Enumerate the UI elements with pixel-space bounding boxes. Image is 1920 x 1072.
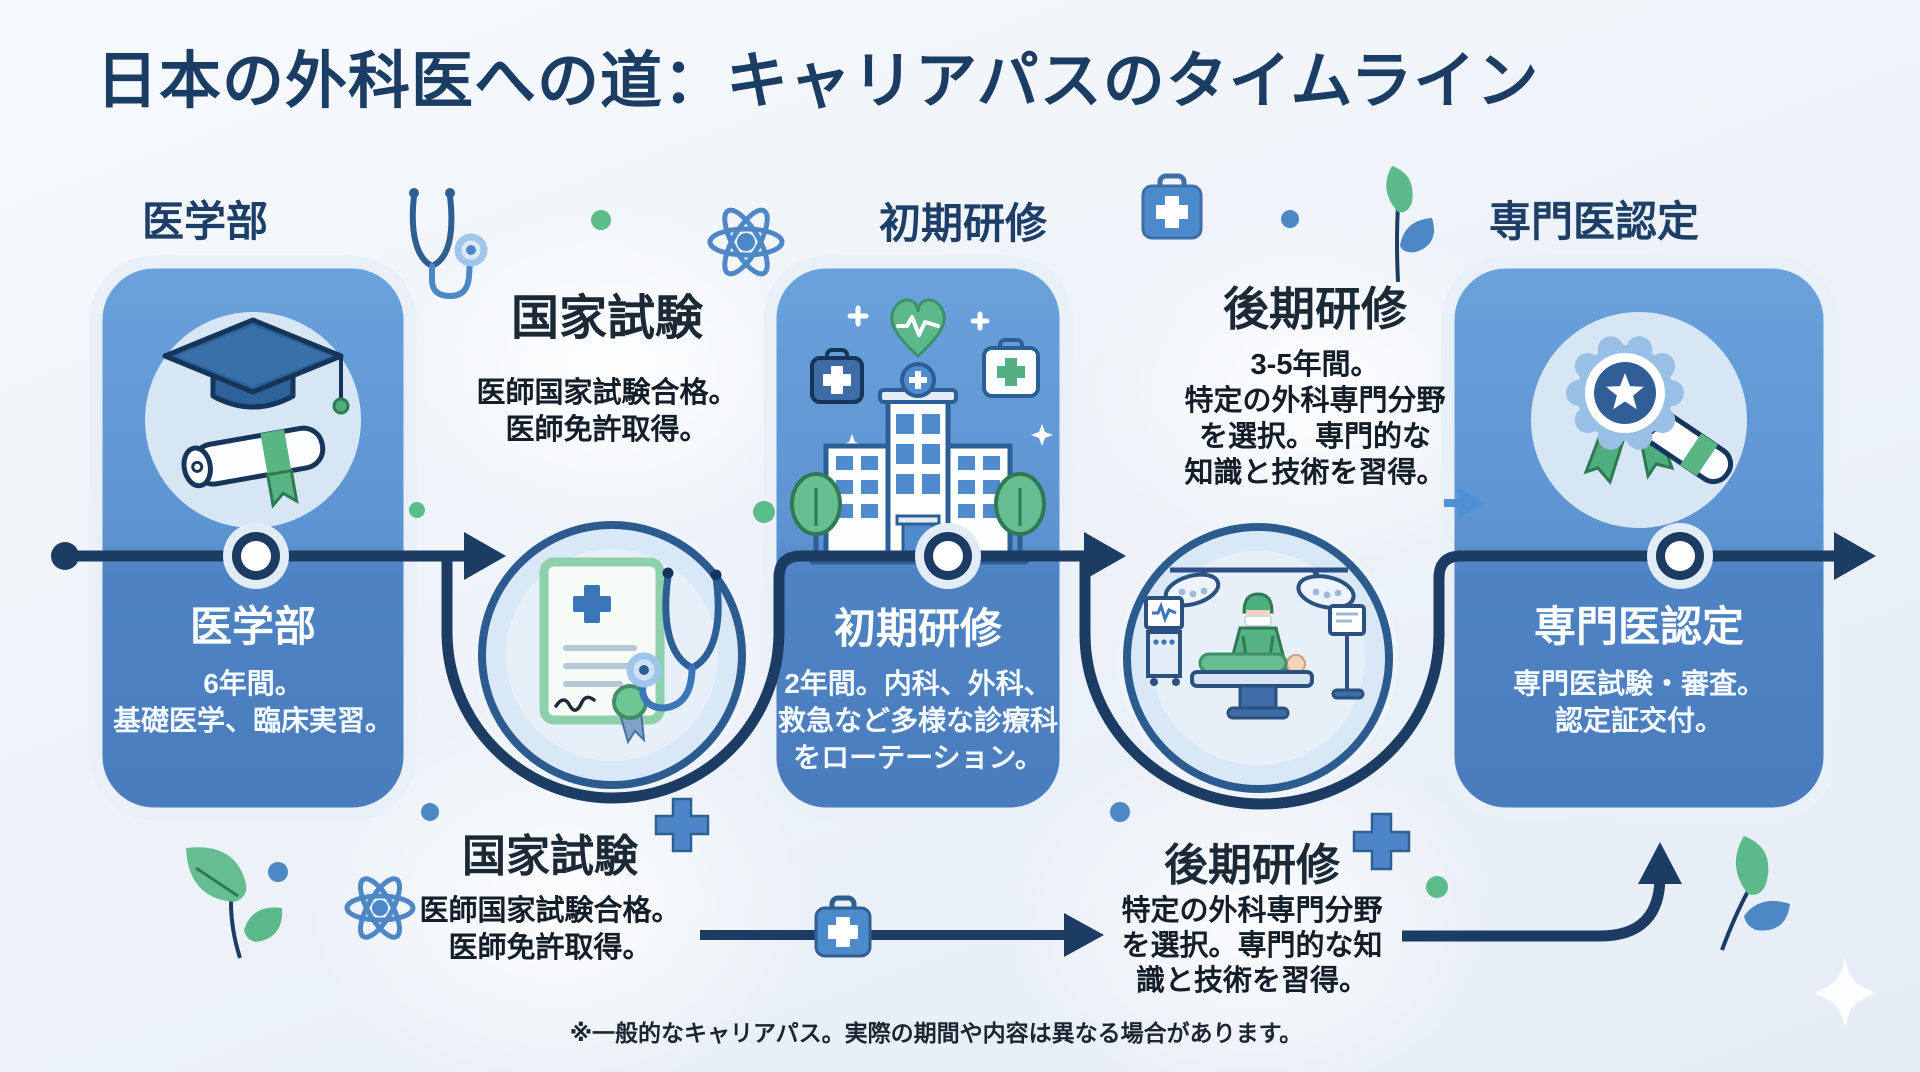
dot-icon xyxy=(268,862,288,882)
bottom-arrow-exam xyxy=(700,895,1104,958)
national-exam-desc-bottom-line2: 医師免許取得。 xyxy=(448,932,652,964)
senior-training-desc-top-line4: 知識と技術を習得。 xyxy=(1184,457,1446,489)
dot-icon xyxy=(421,803,439,821)
card-line-initial-training-3: をローテーション。 xyxy=(793,742,1043,773)
graduation-cap-icon xyxy=(162,317,350,509)
senior-training-desc-top-line1: 3-5年間。 xyxy=(1250,349,1380,381)
national-exam-desc-top-line2: 医師免許取得。 xyxy=(505,414,709,446)
card-line-board-certification-2: 認定証交付。 xyxy=(1554,705,1723,736)
card-line-initial-training-1: 2年間。内科、外科、 xyxy=(784,668,1052,699)
timeline-node xyxy=(223,523,289,589)
national-exam-heading-top: 国家試験 xyxy=(510,292,703,345)
timeline-node xyxy=(915,523,981,589)
hospital-icon xyxy=(790,298,1053,565)
card-heading-board-certification: 専門医認定 xyxy=(1533,603,1744,650)
national-exam-heading-bottom: 国家試験 xyxy=(462,832,638,881)
stethoscope-icon xyxy=(626,567,722,712)
dot-icon xyxy=(753,501,775,523)
footnote: ※一般的なキャリアパス。実際の期間や内容は異なる場合があります。 xyxy=(569,1020,1303,1046)
first-aid-kit-icon xyxy=(814,895,872,958)
senior-training-desc-bottom-line3: 識と技術を習得。 xyxy=(1135,965,1368,997)
senior-training-circle xyxy=(1118,518,1398,798)
dot-icon xyxy=(1110,802,1130,822)
card-heading-initial-training: 初期研修 xyxy=(833,605,1002,652)
senior-training-desc-top-line2: 特定の外科専門分野 xyxy=(1184,385,1446,417)
senior-training-desc-bottom-line2: を選択。専門的な知 xyxy=(1121,930,1383,962)
stage-label-initial-training: 初期研修 xyxy=(878,200,1047,247)
national-exam-desc-bottom-line1: 医師国家試験合格。 xyxy=(419,895,681,927)
senior-training-heading-bottom: 後期研修 xyxy=(1164,841,1340,890)
timeline-arrowheads xyxy=(51,532,1876,580)
national-exam-desc-top-line1: 医師国家試験合格。 xyxy=(476,377,738,409)
small-arrow-icon xyxy=(1444,488,1484,518)
plus-icon xyxy=(654,797,710,853)
stage-label-board-certification: 専門医認定 xyxy=(1488,198,1699,245)
national-exam-circle xyxy=(473,516,751,794)
senior-training-heading-top: 後期研修 xyxy=(1223,283,1407,335)
page-title: 日本の外科医への道：キャリアパスのタイムライン xyxy=(96,47,1540,116)
card-line-initial-training-2: 救急など多様な診療科 xyxy=(777,705,1058,736)
stage-label-medical-school: 医学部 xyxy=(141,198,268,245)
dot-icon xyxy=(1281,210,1299,228)
first-aid-kit-icon xyxy=(1141,173,1203,240)
senior-training-desc-bottom-line1: 特定の外科専門分野 xyxy=(1121,895,1383,927)
senior-training-desc-top-line3: を選択。専門的な xyxy=(1198,421,1431,453)
leaf-icon xyxy=(1386,166,1434,283)
dot-icon xyxy=(591,210,611,230)
leaf-icon xyxy=(1720,836,1790,951)
medal-certificate-icon xyxy=(1566,336,1734,486)
card-line-medical-school-1: 6年間。 xyxy=(203,668,303,699)
first-aid-kit-icon xyxy=(982,338,1040,398)
operating-room-icon xyxy=(1144,567,1366,720)
card-line-medical-school-2: 基礎医学、臨床実習。 xyxy=(112,705,393,736)
dot-icon xyxy=(409,502,425,518)
stethoscope-icon xyxy=(409,188,488,300)
atom-icon xyxy=(707,207,785,277)
first-aid-kit-icon xyxy=(810,348,864,404)
timeline-node xyxy=(1647,523,1713,589)
atom-icon xyxy=(344,876,416,940)
card-heading-medical-school: 医学部 xyxy=(189,603,316,650)
plus-icon xyxy=(1352,812,1411,871)
timeline-start-dot xyxy=(51,542,79,570)
certificate-icon xyxy=(539,557,665,745)
bottom-arrow-certification xyxy=(1402,842,1682,942)
sparkle-icon xyxy=(1814,958,1876,1028)
leaf-icon xyxy=(186,847,283,959)
card-line-board-certification-1: 専門医試験・審査。 xyxy=(1512,668,1765,699)
dot-icon xyxy=(1426,876,1448,898)
